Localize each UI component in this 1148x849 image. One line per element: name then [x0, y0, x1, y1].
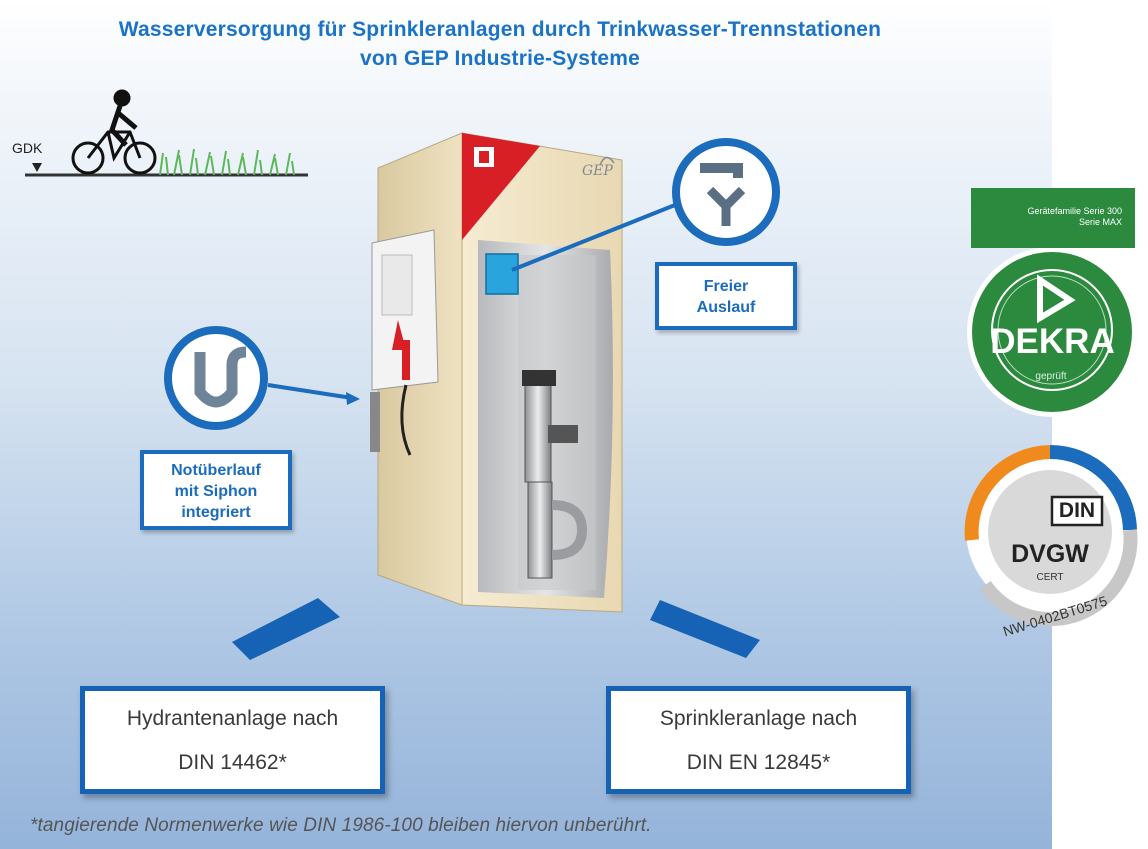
- free-outlet-label-line1: Freier: [703, 278, 749, 295]
- cable: [400, 384, 412, 456]
- dvgw-name: DVGW: [1011, 540, 1089, 568]
- dekra-header-line2: Serie MAX: [1078, 217, 1122, 227]
- dvgw-badge: [964, 445, 1138, 627]
- free-outlet-callout: [511, 138, 780, 272]
- ground-scene: [25, 89, 308, 177]
- dekra-header: Gerätefamilie Serie 300 Serie MAX: [992, 206, 1122, 228]
- footnote: *tangierende Normenwerke wie DIN 1986-10…: [30, 815, 652, 836]
- grass-icon: [159, 148, 295, 176]
- dekra-header-line1: Gerätefamilie Serie 300: [1027, 206, 1122, 216]
- dvgw-cert: CERT: [1036, 572, 1064, 583]
- overflow-siphon-label: Notüberlauf mit Siphon integriert: [140, 450, 292, 530]
- page-title-line-1: Wasserversorgung für Sprinkleranlagen du…: [118, 18, 882, 41]
- dekra-sub: geprüft: [1035, 371, 1067, 382]
- cyclist-icon: [71, 89, 157, 175]
- separation-station-cabinet: GEP: [370, 132, 623, 613]
- din-logo: DIN: [1058, 499, 1096, 522]
- arrow-left: [232, 598, 340, 660]
- sprinkler-norm-line1: Sprinkleranlage nach: [659, 707, 858, 730]
- free-outlet-tank: [485, 253, 519, 295]
- page-title-line-2: von GEP Industrie-Systeme: [359, 47, 641, 70]
- sprinkler-norm-line2: DIN EN 12845*: [686, 751, 831, 774]
- free-outlet-label-line2: Auslauf: [696, 299, 756, 316]
- ground-marker-icon: [32, 163, 42, 172]
- hydrant-norm-line2: DIN 14462*: [178, 751, 287, 774]
- hydrant-norm-box: Hydrantenanlage nach DIN 14462*: [80, 686, 385, 794]
- overflow-label-line3: integriert: [181, 504, 251, 521]
- overflow-label-line2: mit Siphon: [174, 483, 258, 500]
- arrow-right: [650, 600, 760, 658]
- free-outlet-label: Freier Auslauf: [655, 262, 797, 330]
- free-outlet-icon: [700, 163, 746, 226]
- dekra-logo-icon: [1037, 274, 1076, 324]
- siphon-callout: [164, 326, 360, 430]
- siphon-pipe-icon: [194, 346, 247, 408]
- overflow-label-line1: Notüberlauf: [171, 462, 261, 479]
- ground-label: GDK: [12, 140, 43, 156]
- gep-logo-icon: GEP: [582, 163, 613, 179]
- dekra-badge: [967, 188, 1137, 417]
- hydrant-norm-line1: Hydrantenanlage nach: [126, 707, 339, 730]
- pump-icon: [524, 371, 552, 483]
- dekra-name: DEKRA: [990, 322, 1115, 361]
- right-margin: [1052, 0, 1148, 849]
- sprinkler-norm-box: Sprinkleranlage nach DIN EN 12845*: [606, 686, 911, 794]
